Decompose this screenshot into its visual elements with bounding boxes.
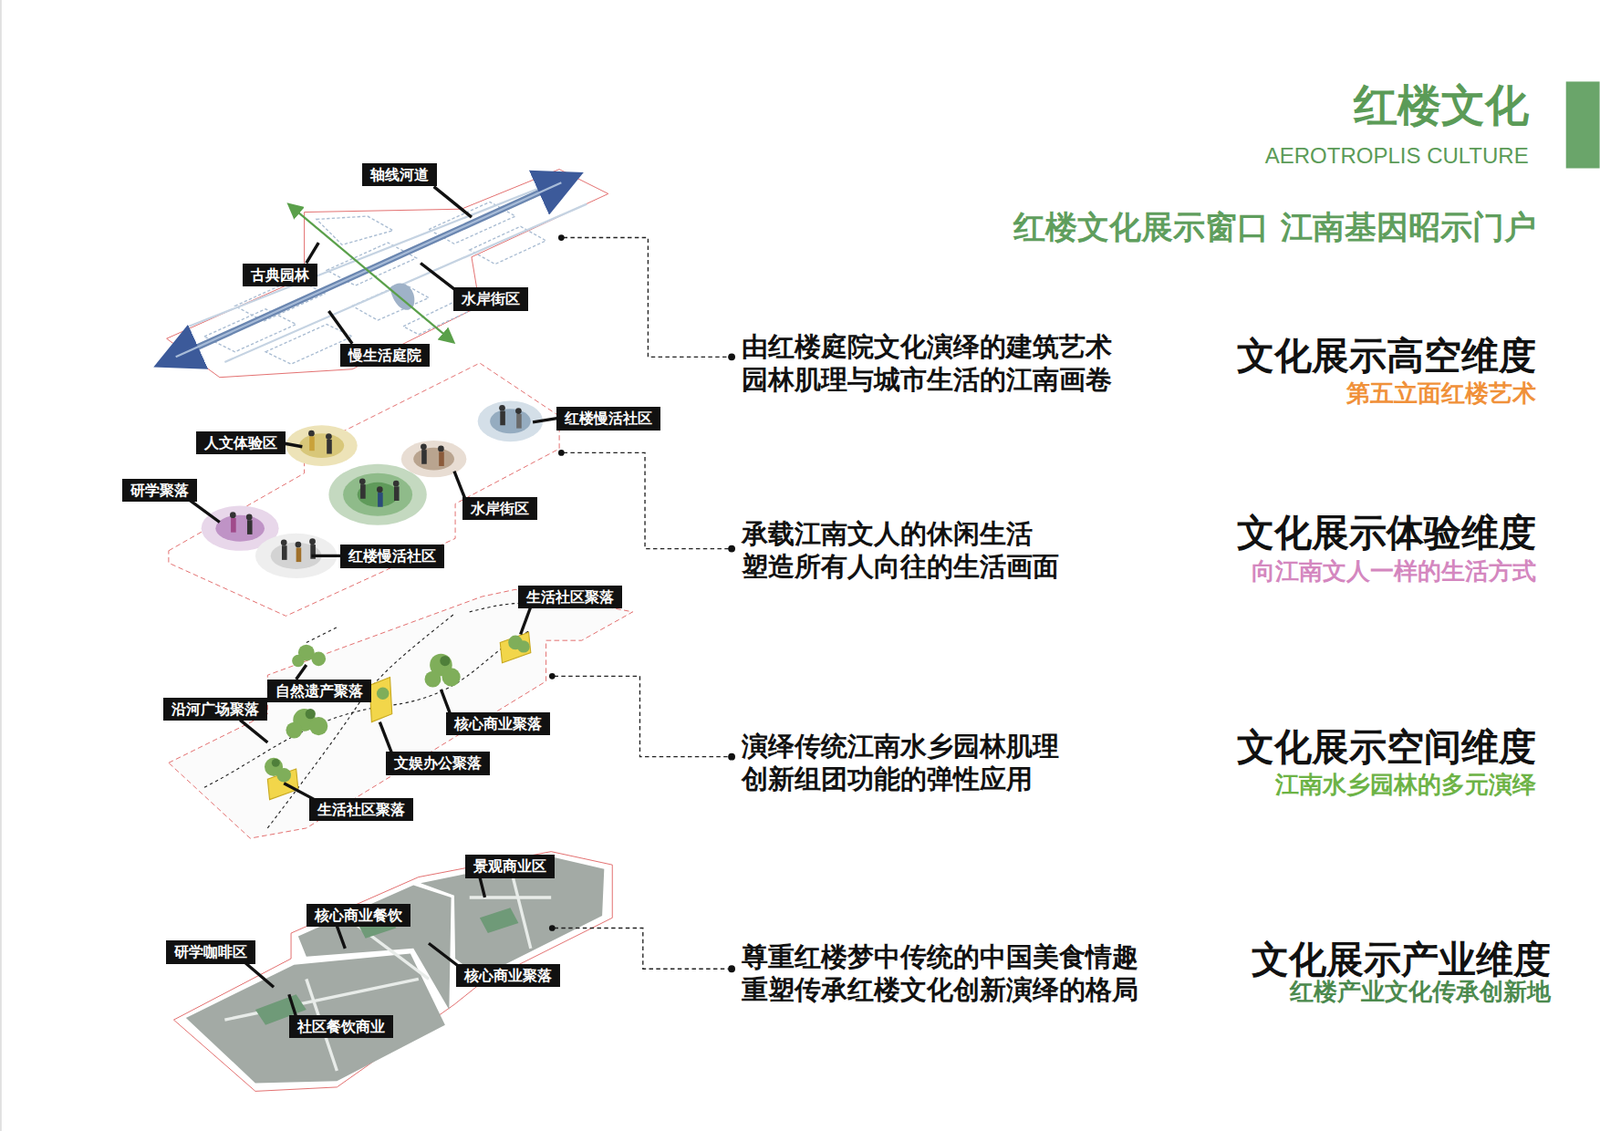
tag-text: 水岸街区 <box>470 499 530 518</box>
description: 由红楼庭院文化演绎的建筑艺术 园林肌理与城市生活的江南画卷 <box>741 330 1165 396</box>
callout-tag: 核心商业餐饮 <box>306 903 411 927</box>
callout-tag: 核心商业聚落 <box>456 964 561 988</box>
tag-text: 社区餐饮商业 <box>297 1018 385 1036</box>
dimension-heading: 文化展示体验维度 <box>1236 510 1537 556</box>
tag-text: 古典园林 <box>250 266 310 284</box>
dimension-heading: 文化展示产业维度 <box>1251 937 1551 983</box>
description: 尊重红楼梦中传统的中国美食情趣 重塑传承红楼文化创新演绎的格局 <box>741 940 1165 1007</box>
callout-tag: 研学聚落 <box>122 478 198 502</box>
callout-tag: 生活社区聚落 <box>518 585 623 609</box>
callout-tag: 红楼慢活社区 <box>340 544 445 568</box>
layer-aerial <box>166 169 609 378</box>
callout-tag: 社区餐饮商业 <box>289 1015 394 1039</box>
tag-text: 水岸街区 <box>461 290 520 308</box>
tag-text: 研学咖啡区 <box>174 943 248 961</box>
callout-tag: 水岸街区 <box>462 497 538 520</box>
callout-tag: 自然遗产聚落 <box>267 679 372 703</box>
page-title: 红楼文化 <box>1353 79 1529 133</box>
callout-tag: 生活社区聚落 <box>309 798 414 821</box>
tag-text: 慢生活庭院 <box>348 346 422 364</box>
tag-text: 景观商业区 <box>473 857 547 875</box>
callout-tag: 研学咖啡区 <box>166 940 256 964</box>
tag-text: 生活社区聚落 <box>317 800 406 819</box>
description: 承载江南文人的休闲生活 塑造所有人向往的生活画面 <box>741 517 1165 583</box>
dimension-subheading: 向江南文人一样的生活方式 <box>1251 557 1537 586</box>
tag-text: 红楼慢活社区 <box>564 409 653 427</box>
tag-text: 核心商业餐饮 <box>314 906 403 925</box>
callout-tag: 沿河广场聚落 <box>163 697 268 721</box>
callout-tag: 景观商业区 <box>465 854 555 878</box>
callout-tag: 慢生活庭院 <box>340 343 430 367</box>
tag-text: 自然遗产聚落 <box>275 682 364 700</box>
tag-text: 研学聚落 <box>130 481 189 499</box>
tag-text: 沿河广场聚落 <box>171 700 260 718</box>
layer-experience <box>168 363 560 616</box>
dimension-heading: 文化展示高空维度 <box>1236 333 1537 379</box>
tag-text: 核心商业聚落 <box>464 966 552 985</box>
callout-tag: 人文体验区 <box>196 431 286 455</box>
subtitle-en: AEROTROPLIS CULTURE <box>1265 143 1529 170</box>
tag-text: 红楼慢活社区 <box>348 547 437 565</box>
tag-text: 轴线河道 <box>370 166 429 184</box>
layer-space <box>168 589 634 839</box>
tag-text: 人文体验区 <box>204 434 278 452</box>
slogan: 红楼文化展示窗口 江南基因昭示门户 <box>1013 207 1536 247</box>
dimension-subheading: 江南水乡园林的多元演绎 <box>1275 770 1537 800</box>
tag-text: 生活社区聚落 <box>526 588 614 606</box>
layer-industry <box>173 851 613 1092</box>
callout-tag: 古典园林 <box>242 263 318 287</box>
dimension-subheading: 红楼产业文化传承创新地 <box>1289 977 1551 1007</box>
dimension-heading: 文化展示空间维度 <box>1236 725 1537 770</box>
callout-tag: 红楼慢活社区 <box>556 406 661 430</box>
callout-tag: 文娱办公聚落 <box>385 751 490 775</box>
side-bar <box>1566 81 1600 168</box>
callout-tag: 水岸街区 <box>453 287 529 311</box>
callout-tag: 轴线河道 <box>362 163 437 187</box>
callout-tag: 核心商业聚落 <box>446 712 551 736</box>
dimension-subheading: 第五立面红楼艺术 <box>1346 379 1537 408</box>
tag-text: 核心商业聚落 <box>454 715 542 733</box>
tag-text: 文娱办公聚落 <box>394 754 482 772</box>
description: 演绎传统江南水乡园林肌理 创新组团功能的弹性应用 <box>741 729 1165 796</box>
